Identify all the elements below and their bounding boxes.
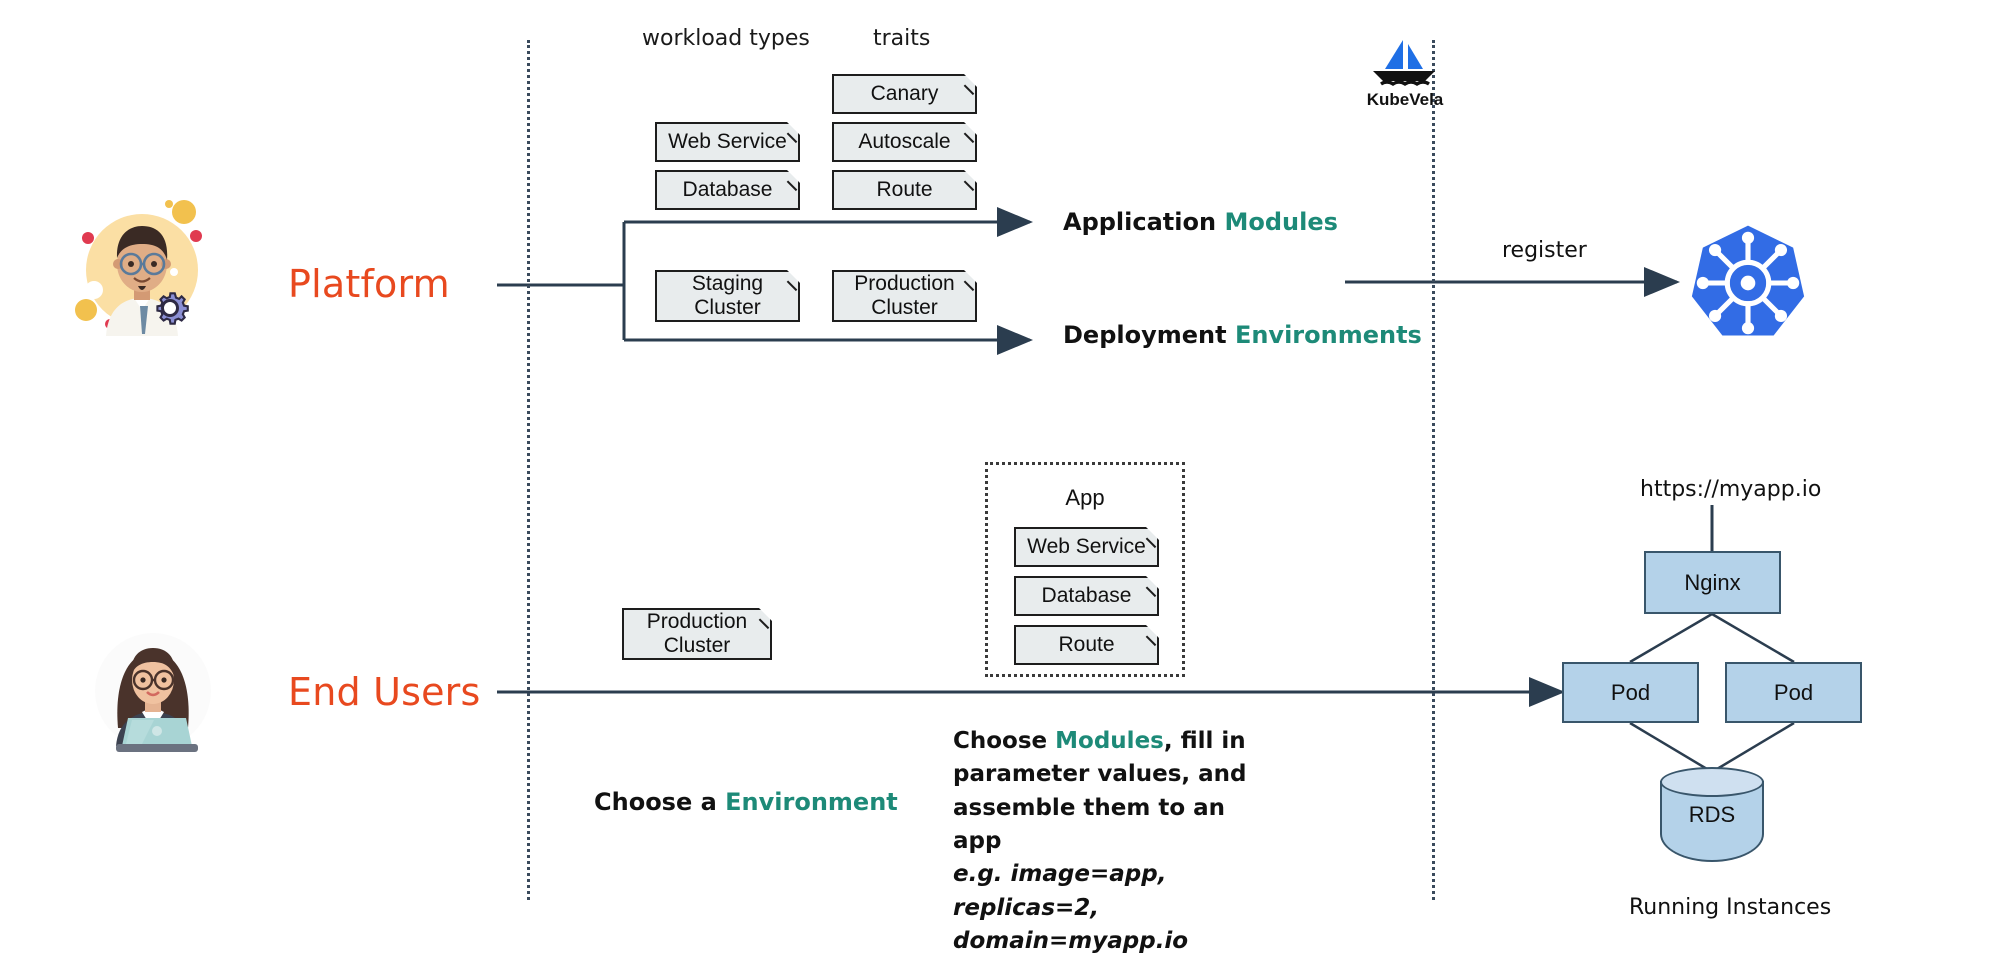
- chosen-cluster-box-production[interactable]: Production Cluster: [622, 608, 772, 660]
- app-instructions-example-line1: e.g. image=app, replicas=2,: [953, 861, 1167, 921]
- folded-corner-icon: [964, 271, 984, 291]
- folded-corner-icon: [787, 123, 807, 143]
- pod-box-left[interactable]: Pod: [1562, 662, 1699, 723]
- pod-box-right[interactable]: Pod: [1725, 662, 1862, 723]
- avatar-end-user: [92, 630, 214, 752]
- kubevela-label: KubeVela: [1366, 90, 1444, 109]
- role-label-platform: Platform: [288, 262, 450, 306]
- caption-traits: traits: [873, 26, 931, 51]
- trait-box-route[interactable]: Route: [832, 170, 977, 210]
- pod-label: Pod: [1773, 679, 1814, 705]
- workload-box-web-service[interactable]: Web Service: [655, 122, 800, 162]
- heading-environments-accent: Environments: [1234, 321, 1422, 349]
- runtime-url: https://myapp.io: [1640, 477, 1822, 502]
- app-module-label: Database: [1041, 583, 1132, 607]
- instructions-prefix: Choose: [953, 728, 1056, 754]
- register-label: register: [1502, 238, 1587, 263]
- choose-environment-text: Choose a Environment: [594, 788, 898, 816]
- app-instructions-example-line2: domain=myapp.io: [953, 928, 1189, 955]
- cluster-box-label-line2: Cluster: [871, 296, 938, 319]
- cluster-box-staging[interactable]: Staging Cluster: [655, 270, 800, 322]
- workload-box-database[interactable]: Database: [655, 170, 800, 210]
- choose-environment-prefix: Choose a: [594, 788, 726, 816]
- folded-corner-icon: [787, 171, 807, 191]
- workload-box-label: Database: [682, 177, 773, 201]
- app-instructions-line3: assemble them to an app: [953, 794, 1226, 855]
- folded-corner-icon: [787, 271, 807, 291]
- trait-box-label: Canary: [870, 81, 939, 105]
- nginx-label: Nginx: [1684, 569, 1741, 595]
- avatar-platform-engineer: [72, 198, 210, 336]
- kubernetes-helm-icon: [1691, 225, 1805, 336]
- app-module-box-database[interactable]: Database: [1014, 576, 1159, 616]
- trait-box-autoscale[interactable]: Autoscale: [832, 122, 977, 162]
- cluster-box-label-line2: Cluster: [694, 296, 761, 319]
- pod-label: Pod: [1610, 679, 1651, 705]
- app-title: App: [1065, 485, 1105, 510]
- workload-box-label: Web Service: [668, 129, 787, 153]
- cluster-box-label-line1: Production: [854, 271, 955, 295]
- running-instances-caption: Running Instances: [1629, 895, 1832, 920]
- divider-right: [1432, 40, 1435, 900]
- instructions-suffix: , fill in: [1163, 728, 1246, 754]
- heading-application-modules: Application Modules: [1063, 208, 1338, 236]
- folded-corner-icon: [759, 609, 779, 629]
- kubevela-logo: KubeVela: [1355, 36, 1455, 110]
- sailboat-icon: [1373, 40, 1435, 87]
- nginx-box[interactable]: Nginx: [1644, 551, 1781, 614]
- app-instructions-line2: parameter values, and: [953, 761, 1247, 788]
- heading-deployment-environments: Deployment Environments: [1063, 321, 1422, 349]
- app-module-label: Web Service: [1027, 534, 1146, 558]
- folded-corner-icon: [964, 123, 984, 143]
- instructions-accent: Modules: [1055, 728, 1164, 754]
- folded-corner-icon: [964, 75, 984, 95]
- trait-box-canary[interactable]: Canary: [832, 74, 977, 114]
- app-module-box-route[interactable]: Route: [1014, 625, 1159, 665]
- heading-application-prefix: Application: [1063, 208, 1217, 236]
- caption-workload-types: workload types: [642, 26, 810, 51]
- folded-corner-icon: [964, 171, 984, 191]
- app-instructions: Choose Modules, fill in parameter values…: [953, 725, 1253, 958]
- heading-modules-accent: Modules: [1224, 208, 1338, 236]
- choose-environment-accent: Environment: [725, 788, 898, 816]
- trait-box-label: Autoscale: [858, 129, 951, 153]
- cluster-box-production[interactable]: Production Cluster: [832, 270, 977, 322]
- role-label-end-users: End Users: [288, 670, 481, 714]
- divider-left: [527, 40, 530, 900]
- cylinder-top: [1660, 767, 1764, 797]
- rds-database-cylinder[interactable]: RDS: [1660, 767, 1764, 862]
- chosen-cluster-label-line2: Cluster: [663, 634, 731, 657]
- app-module-label: Route: [1058, 632, 1115, 656]
- kubernetes-logo: [1687, 222, 1809, 344]
- trait-box-label: Route: [876, 177, 933, 201]
- rds-label: RDS: [1688, 801, 1736, 827]
- heading-deployment-prefix: Deployment: [1063, 321, 1227, 349]
- app-module-box-web-service[interactable]: Web Service: [1014, 527, 1159, 567]
- app-instructions-line1: Choose Modules, fill in: [953, 725, 1253, 758]
- chosen-cluster-label-line1: Production: [646, 609, 748, 633]
- cluster-box-label-line1: Staging: [691, 271, 764, 295]
